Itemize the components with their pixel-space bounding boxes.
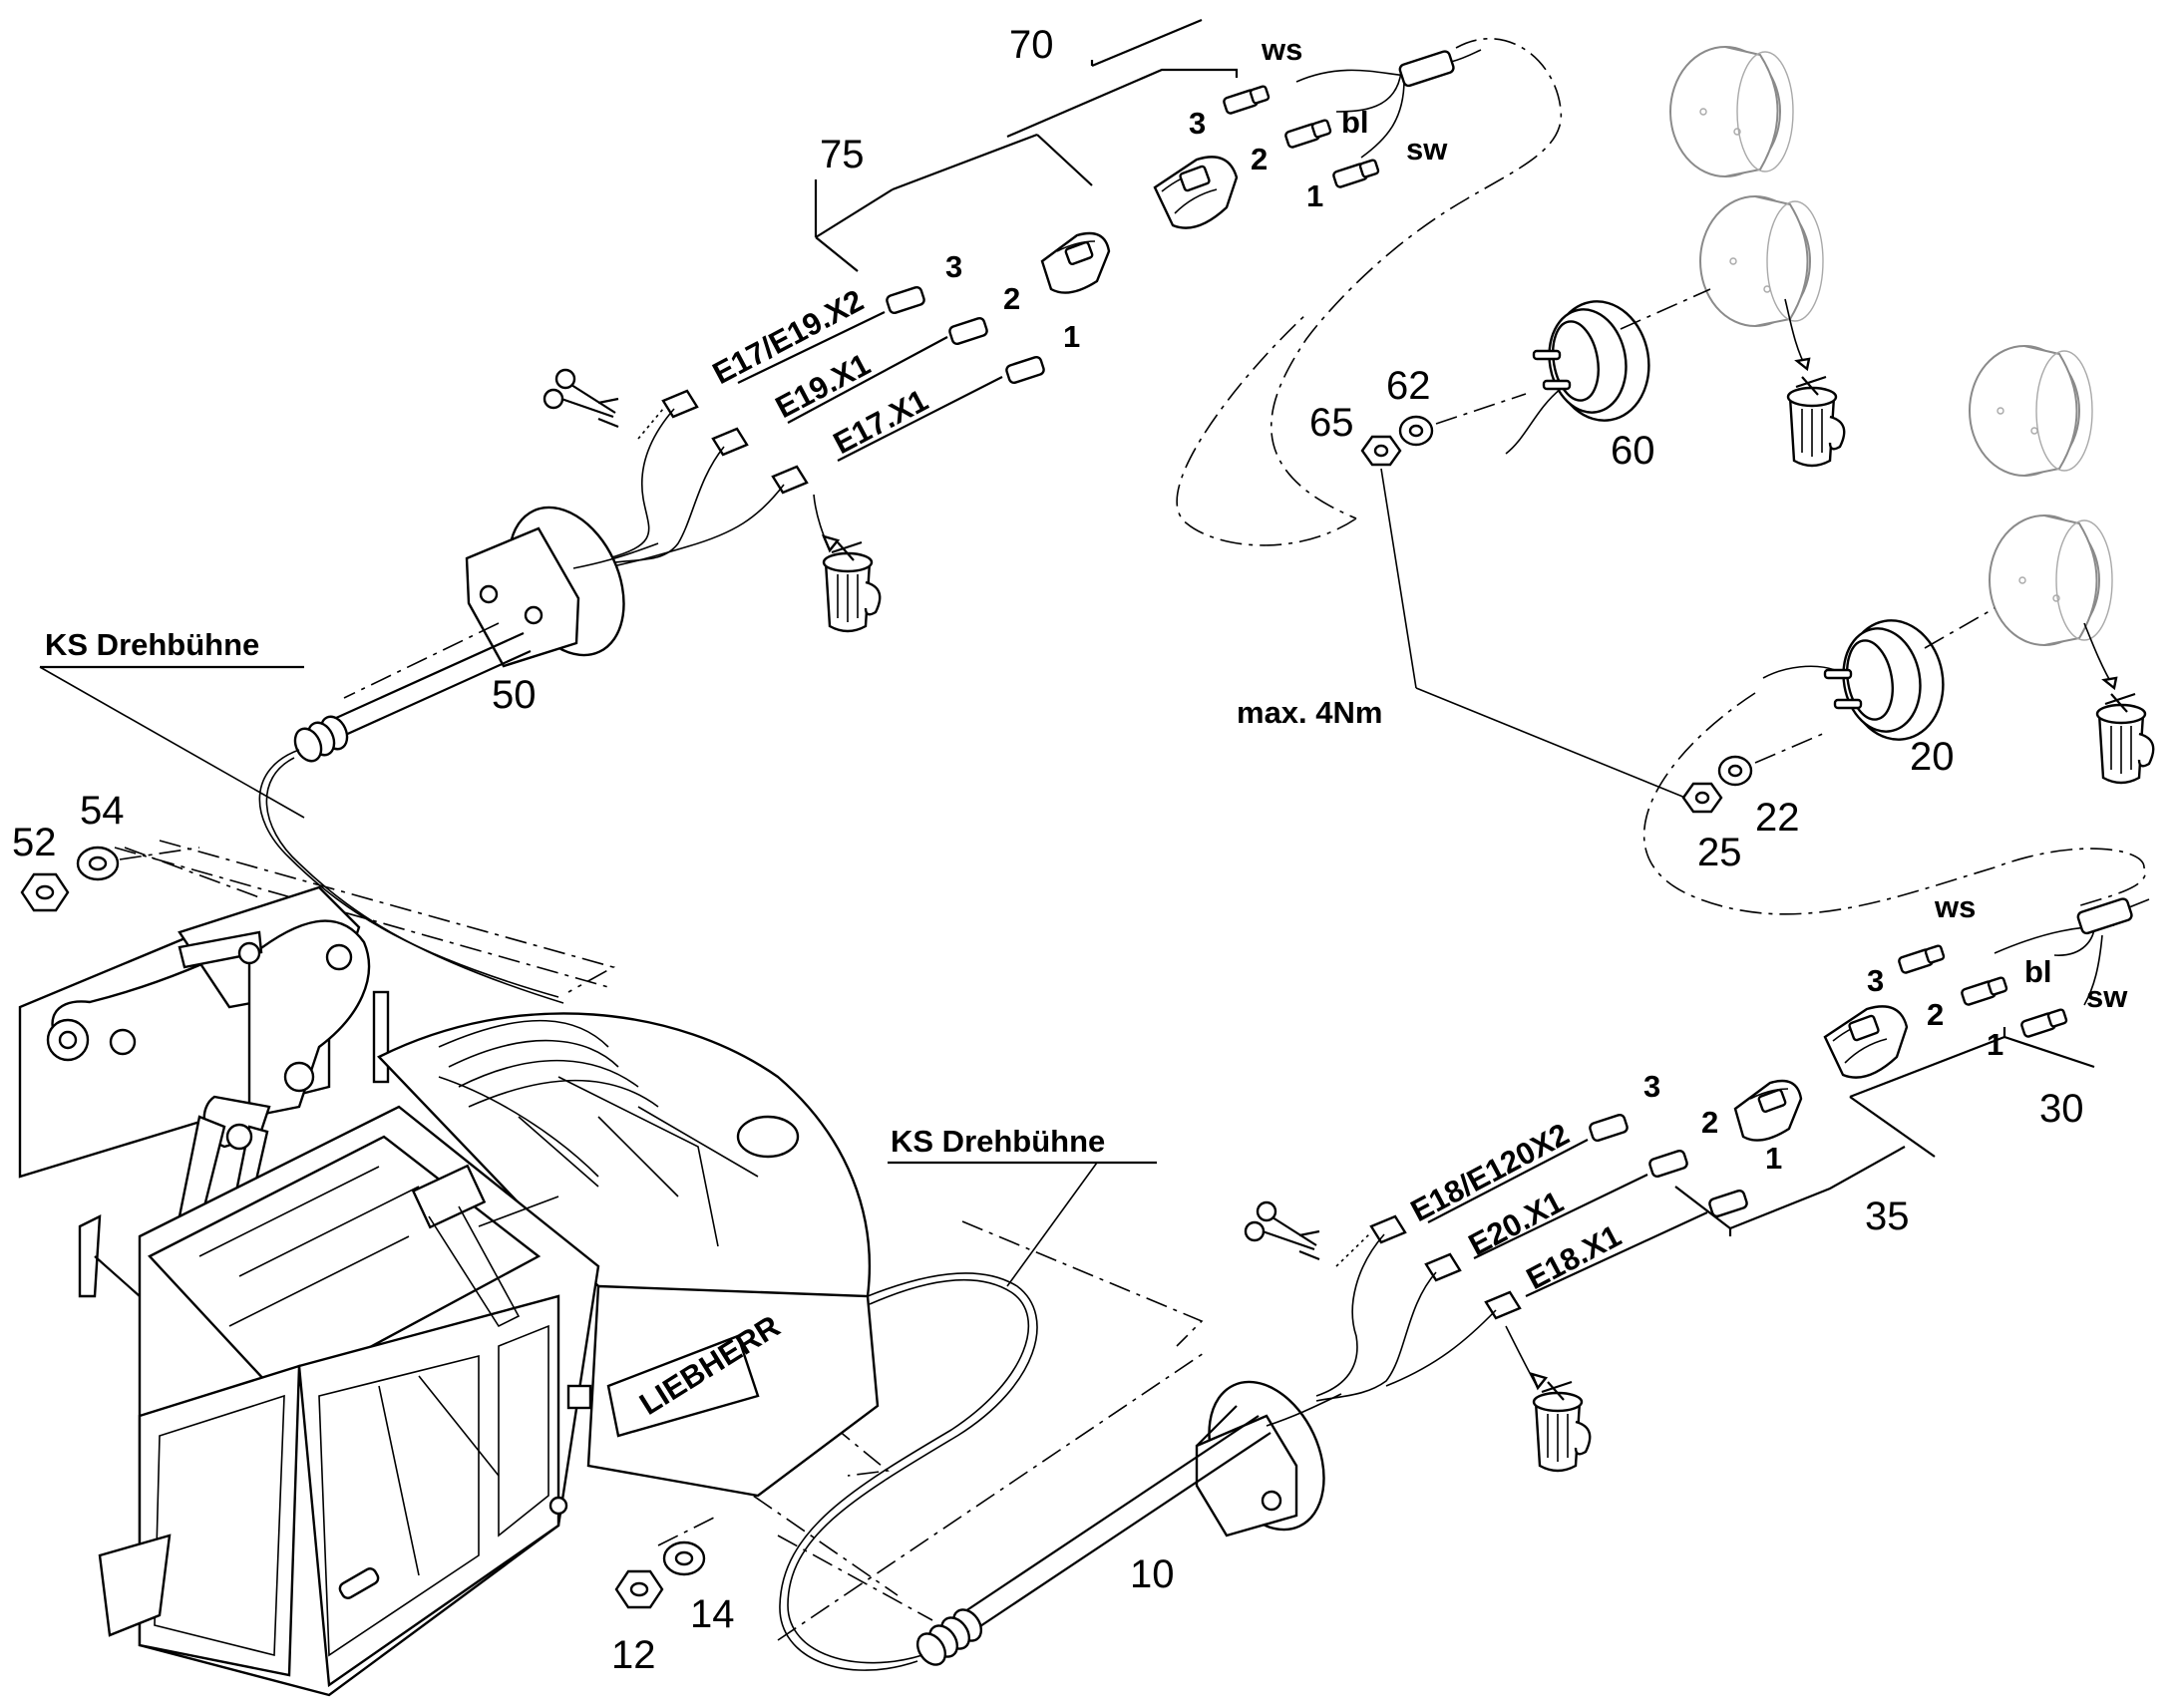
lamp-group-outline (1176, 37, 1563, 546)
excavator-uppercarriage: LIEBHERR (18, 885, 880, 1697)
callout-70-bracket (1006, 18, 1239, 139)
wire-color-label: sw (2086, 979, 2128, 1014)
callout-54: 54 (80, 789, 125, 833)
lamp-housing (1989, 514, 2118, 691)
lamp-housing (1969, 345, 2093, 477)
lamp-socket (1762, 607, 1996, 741)
nut (614, 1569, 664, 1609)
cable-gland-bracket (343, 506, 659, 699)
lower-harness-assembly: 3 2 1 ws bl sw 3 2 1 E (779, 889, 2150, 1671)
scissors-icon (1244, 1200, 1320, 1261)
upper-plug-housing (1153, 156, 1239, 229)
pin-label: 1 (1987, 1027, 2003, 1062)
upper-socket-housing (1040, 231, 1111, 294)
scissors-icon (543, 368, 619, 429)
lamp-60-assembly (1360, 46, 1846, 799)
upper-crimp-terminals (602, 389, 809, 569)
washer (662, 1540, 706, 1576)
wire-color-label: bl (2024, 954, 2052, 989)
callout-35: 35 (1865, 1195, 1910, 1238)
upper-plug-pins: 3 2 1 ws bl sw (1189, 32, 1448, 213)
pin-2 (1284, 119, 1332, 149)
torque-leader (1415, 687, 1686, 799)
lower-wire-leads (1994, 897, 2150, 1006)
callout-60: 60 (1611, 429, 1655, 473)
nut (1360, 435, 1402, 467)
wire-color-label: ws (1934, 889, 1976, 924)
lamp-housing (1699, 195, 1824, 372)
pin-label: 3 (1867, 963, 1884, 998)
callout-65: 65 (1309, 401, 1354, 445)
lamp-socket (1505, 288, 1711, 455)
upper-wire-leads (1295, 49, 1482, 159)
callout-numbers: 70 75 60 62 65 50 52 54 20 22 25 30 35 1… (12, 23, 2084, 1677)
lower-crimp-terminals (1315, 1214, 1522, 1402)
nut (20, 872, 70, 912)
ks-label-bottom: KS Drehbühne (888, 1124, 1157, 1287)
callout-12: 12 (611, 1633, 656, 1677)
callout-30: 30 (2039, 1087, 2084, 1131)
pin-label: 3 (1189, 106, 1206, 141)
wire-color-label: sw (1406, 132, 1448, 167)
lower-plug-pins: 3 2 1 ws bl sw (1867, 889, 2128, 1062)
pin-label: 1 (1063, 319, 1080, 354)
callout-30-bracket (1849, 1027, 2095, 1158)
upper-cable (258, 631, 564, 1004)
washer (1717, 732, 1826, 787)
ks-label-text: KS Drehbühne (45, 627, 259, 662)
pin-label: 1 (1306, 178, 1323, 213)
lamp-20-assembly (1642, 345, 2155, 915)
lamp-group-outline (1642, 692, 2147, 915)
upper-connector-labels: E17/E19.X2 E19.X1 E17.X1 (707, 283, 1003, 462)
nut (1681, 782, 1723, 814)
lower-socket-housing (1733, 1079, 1803, 1142)
pin-label: 3 (945, 249, 962, 284)
callout-35-bracket (1674, 1146, 1906, 1236)
trash-bin-icon (2095, 692, 2155, 785)
callout-75: 75 (820, 133, 865, 176)
callout-10: 10 (1130, 1552, 1175, 1596)
lower-cable-pins: 3 2 1 (1589, 1069, 1782, 1218)
ks-label-top: KS Drehbühne (39, 627, 305, 819)
guide (119, 847, 200, 860)
callout-62: 62 (1386, 364, 1431, 408)
lamp-housing (1669, 46, 1794, 177)
callout-52: 52 (12, 821, 57, 864)
wire-color-label: bl (1341, 105, 1369, 140)
cable-gland-bracket (1195, 1380, 1342, 1537)
trash-bin-icon (1505, 1325, 1592, 1473)
lower-plug-housing (1823, 1005, 1909, 1079)
callout-14: 14 (690, 1592, 735, 1636)
pin-label: 2 (1003, 281, 1020, 316)
callout-25: 25 (1697, 831, 1742, 874)
upper-harness-assembly: 3 2 1 ws bl sw 3 2 1 (258, 18, 1563, 1004)
pin-label: 2 (1251, 142, 1268, 176)
washer (76, 846, 120, 881)
wire-color-label: ws (1261, 32, 1302, 67)
callout-70: 70 (1009, 23, 1054, 67)
torque-leader (1380, 468, 1417, 689)
upper-cable-pins: 3 2 1 (886, 249, 1080, 385)
callout-75-bracket (814, 133, 1093, 272)
pin-label: 1 (1765, 1141, 1782, 1176)
trash-bin-icon (1786, 375, 1846, 468)
pin-label: 2 (1927, 997, 1944, 1032)
callout-22: 22 (1755, 796, 1800, 840)
torque-spec: max. 4Nm (1237, 695, 1382, 730)
washer (1398, 393, 1527, 447)
callout-50: 50 (492, 673, 537, 717)
callout-20: 20 (1910, 735, 1955, 779)
trash-bin-icon (813, 494, 882, 633)
pin-label: 2 (1701, 1105, 1718, 1140)
ks-label-text: KS Drehbühne (891, 1124, 1105, 1159)
pin-1 (1332, 159, 1380, 188)
pin-3 (1223, 85, 1271, 115)
lower-cable (779, 1272, 1272, 1671)
pin-label: 3 (1643, 1069, 1660, 1104)
